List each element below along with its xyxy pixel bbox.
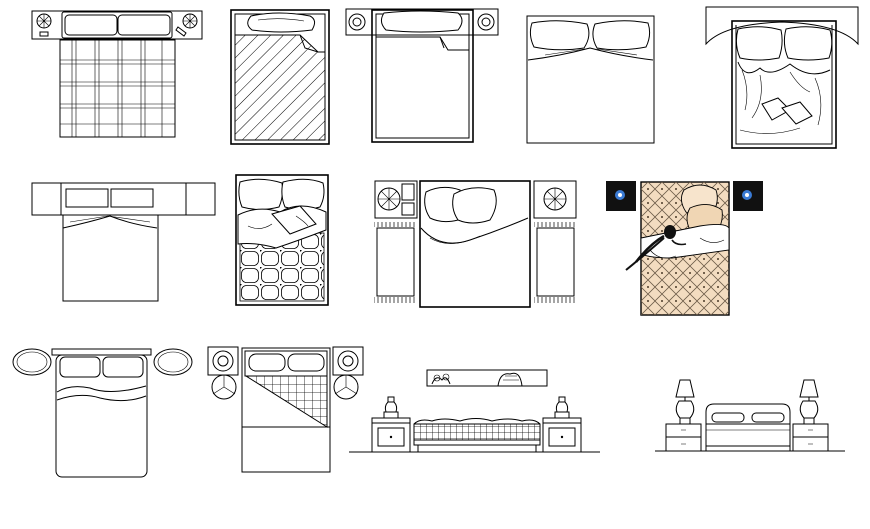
rug-right xyxy=(534,222,577,303)
bed-checked-cover xyxy=(207,346,364,473)
nightstand-right xyxy=(542,396,582,453)
table-lamp-left-icon xyxy=(383,396,399,419)
wall-shelf xyxy=(426,369,548,387)
panel-emblem-left-icon xyxy=(615,190,625,200)
floor-lamp-left-icon xyxy=(675,379,695,425)
shelf-basket-icon xyxy=(497,372,523,387)
rug-left xyxy=(374,222,417,303)
bed-colored-with-person xyxy=(606,181,763,316)
nightstand-elev-left xyxy=(665,379,702,452)
oval-side-table-right xyxy=(153,348,193,376)
floor-lamp-right-icon xyxy=(799,379,819,425)
bed-with-nightstands-rugs xyxy=(374,180,577,308)
round-lamp-table-right-icon xyxy=(332,346,364,400)
shelf-plants-icon xyxy=(431,373,451,385)
bed-plaid-quilt xyxy=(31,10,203,138)
bed-hatched-cover xyxy=(230,9,330,145)
nightstand-fan-left-icon xyxy=(374,180,418,219)
nightstand-fan-right-icon xyxy=(533,180,577,219)
sleeping-person-icon xyxy=(625,225,687,271)
bed-folded-sheet xyxy=(345,8,499,143)
nightstand-lamp-right-icon xyxy=(175,13,198,37)
nightstand-lamp-left-icon xyxy=(36,13,52,37)
bed-tufted-quilt xyxy=(235,174,329,306)
bed-elevation-lamps xyxy=(655,379,845,452)
nightstand-elev-right xyxy=(792,379,829,452)
oval-side-table-left xyxy=(12,348,52,376)
nightstand-left xyxy=(371,396,411,453)
bed-elevation-bench xyxy=(349,369,600,453)
bed-elevation-frame xyxy=(705,403,791,451)
panel-emblem-right-icon xyxy=(742,190,752,200)
bed-canopy-rumpled xyxy=(705,6,859,149)
round-lamp-left-icon xyxy=(348,13,366,31)
upholstered-bench xyxy=(413,418,541,452)
bed-wide-headboard xyxy=(31,182,216,302)
bed-plain-two-pillows xyxy=(526,15,655,144)
bed-oval-side-tables xyxy=(12,348,193,478)
round-lamp-right-icon xyxy=(477,13,495,31)
round-lamp-table-left-icon xyxy=(207,346,239,400)
table-lamp-right-icon xyxy=(554,396,570,419)
